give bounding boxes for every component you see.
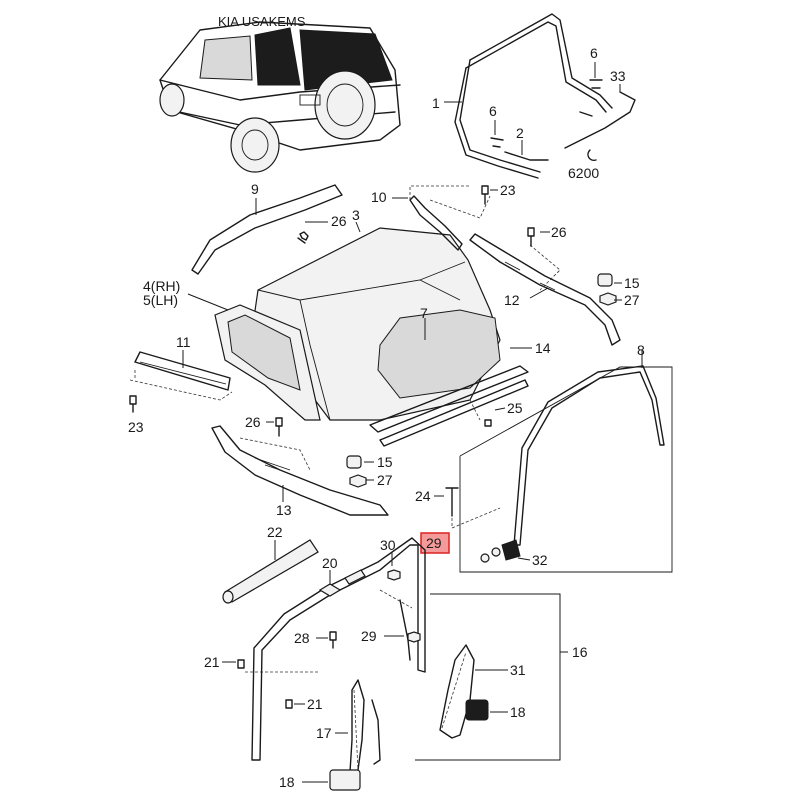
- callout-5lh: 5(LH): [143, 292, 178, 308]
- callout-30: 30: [380, 537, 396, 553]
- callout-6200: 6200: [568, 165, 599, 181]
- callout-15b: 15: [377, 454, 393, 470]
- callout-25: 25: [507, 400, 523, 416]
- vehicle-illustration: KIA USAKEMS: [159, 14, 401, 173]
- callout-2: 2: [516, 125, 524, 141]
- callout-29-highlight[interactable]: 29: [420, 532, 450, 554]
- weatherstrip-group: 1 2 6 6 33 6200: [432, 13, 636, 181]
- callout-13: 13: [276, 502, 292, 518]
- callout-12: 12: [504, 292, 520, 308]
- rail-13-group: 26 13 15 27: [211, 414, 393, 518]
- callout-27b: 27: [377, 472, 393, 488]
- callout-33: 33: [610, 68, 626, 84]
- callout-6a: 6: [489, 103, 497, 119]
- watermark-text: KIA USAKEMS: [218, 14, 306, 29]
- callout-28: 28: [294, 630, 310, 646]
- callout-20: 20: [322, 555, 338, 571]
- callout-3: 3: [352, 207, 360, 223]
- rail-10-group: 10 23: [371, 182, 516, 251]
- callout-23a: 23: [500, 182, 516, 198]
- callout-21a: 21: [204, 654, 220, 670]
- callout-22: 22: [267, 524, 283, 540]
- callout-1: 1: [432, 95, 440, 111]
- callout-11: 11: [176, 334, 191, 350]
- callout-8: 8: [637, 342, 645, 358]
- callout-27a: 27: [624, 292, 640, 308]
- callout-10: 10: [371, 189, 387, 205]
- callout-29a: 29: [426, 535, 442, 551]
- callout-9: 9: [251, 181, 259, 197]
- callout-17: 17: [316, 725, 332, 741]
- callout-29b: 29: [361, 628, 377, 644]
- callout-26a: 26: [331, 213, 347, 229]
- callout-4rh: 4(RH): [143, 278, 180, 294]
- callout-18a: 18: [279, 774, 295, 790]
- callout-6b: 6: [590, 45, 598, 61]
- callout-31: 31: [510, 662, 526, 678]
- rail-9-group: 9 26: [191, 181, 347, 275]
- callout-23b: 23: [128, 419, 144, 435]
- rollbar-16-group: 20 30 28 29 21 21 16: [204, 537, 588, 761]
- tube-22-group: 22: [222, 524, 319, 604]
- strip-14-group: 14 25: [369, 340, 551, 447]
- callout-32: 32: [532, 552, 548, 568]
- rail-11-group: 11 23: [128, 334, 233, 435]
- callout-15a: 15: [624, 275, 640, 291]
- soft-top-group: 3 7 4(RH) 5(LH): [143, 207, 501, 421]
- callout-24: 24: [415, 488, 431, 504]
- callout-26b: 26: [551, 224, 567, 240]
- callout-16: 16: [572, 644, 588, 660]
- rail-12-group: 26 12 15 27: [469, 224, 640, 346]
- rollbar-8-box: 8 32 24: [415, 342, 673, 573]
- seatbelt-group: 17 18 31 18: [279, 644, 526, 791]
- callout-7: 7: [420, 305, 428, 321]
- callout-26c: 26: [245, 414, 261, 430]
- callout-18b: 18: [510, 704, 526, 720]
- callout-21b: 21: [307, 696, 323, 712]
- callout-14: 14: [535, 340, 551, 356]
